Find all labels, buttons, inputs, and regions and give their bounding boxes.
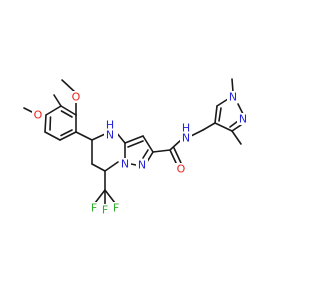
bond-c3p-me (231, 130, 242, 145)
bond-cf3-f3 (104, 189, 116, 204)
bond-ring-a3-a4 (45, 105, 62, 116)
bond-n2p-c3p-inner (229, 120, 239, 128)
bond-o1-me (61, 79, 77, 94)
atom-labels: O O H N N N O N H N N F F F (32, 91, 249, 217)
bond-a4-o2 (53, 94, 62, 107)
bond-n1-n7a (130, 163, 137, 166)
bond-c7-c6 (91, 163, 106, 172)
bond-c3-c2 (142, 135, 154, 153)
bond-n-ch2 (190, 129, 204, 137)
bond-c3p-c4 (214, 122, 233, 132)
atom-o-para: O (34, 109, 43, 122)
bond-n1p-n2p (237, 103, 244, 115)
atom-f1: F (91, 202, 97, 215)
bond-cf3-f1 (94, 189, 106, 204)
bond-c5p-n1p (216, 98, 229, 107)
atom-n-bridge: N (121, 158, 129, 171)
bond-ring-a4-a5 (60, 105, 77, 116)
bond-c4-c5p (214, 105, 218, 124)
bonds (23, 78, 244, 205)
bond-ring-a1-a2 (44, 131, 61, 141)
bond-c4-c5p-inner (218, 107, 222, 122)
bond-c5-n4 (91, 133, 106, 141)
atom-n-pyrazole: N (138, 159, 146, 172)
bond-n2p-c3p (231, 124, 242, 132)
molecule-diagram: O O H N N N O N H N N F F F (23, 78, 249, 217)
atom-nh-n: N (106, 129, 114, 142)
bond-aryl-c5 (75, 131, 93, 141)
bond-camide-o (169, 149, 178, 166)
bond-c3a-c3-inner (127, 140, 144, 148)
bond-ring-a6-a1 (59, 131, 77, 141)
bond-n1p-me (231, 78, 234, 93)
atom-h-amide: H (182, 122, 190, 135)
atom-o-carbonyl: O (177, 163, 186, 176)
atom-f2: F (102, 204, 108, 217)
atom-n1-dimethylpyrazole: N (229, 91, 237, 104)
bond-camide-n (169, 139, 182, 151)
bond-ring-a6-a1-inner (60, 129, 73, 137)
atom-o-meta: O (72, 91, 81, 104)
bond-camide-o-inner (173, 147, 182, 164)
atom-n-amide: N (182, 132, 190, 145)
atom-n2-dimethylpyrazole: N (239, 113, 247, 126)
bond-ch2-c4 (202, 122, 216, 131)
bond-ring-a2-a3-inner (49, 116, 52, 131)
bond-n7a-c7 (104, 161, 119, 172)
bond-ring-a2-a3 (44, 114, 47, 133)
atom-f3: F (113, 202, 119, 215)
bond-c2-n1-inner (142, 149, 149, 159)
bond-c3a-c3 (124, 135, 144, 144)
bond-c2-camide (152, 149, 171, 153)
atom-nh-h: H (106, 119, 114, 132)
bond-ring-a4-a5-inner (60, 110, 73, 118)
